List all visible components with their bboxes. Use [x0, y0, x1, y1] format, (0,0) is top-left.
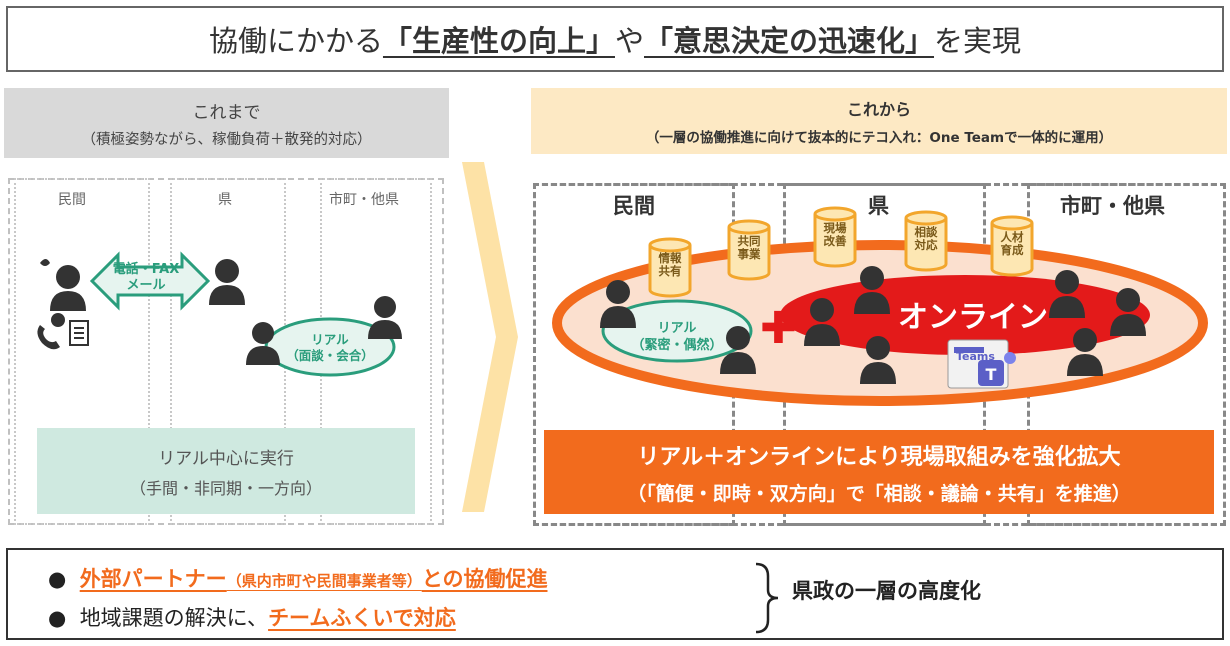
person-icon [1049, 270, 1085, 318]
after-heading: これから [846, 100, 911, 119]
tag-joint-line2: 事業 [737, 247, 761, 261]
bullet2-prefix: 地域課題の解決に、 [79, 606, 269, 630]
person-icon [860, 336, 896, 384]
tag-joint-line1: 共同 [737, 234, 761, 248]
page-title: 協働にかかる 「生産性の向上」 や 「意思決定の迅速化」 を実現 [6, 6, 1224, 72]
after-header: これから （一層の協働推進に向けて抜本的にテコ入れ：One Teamで一体的に運… [531, 88, 1227, 154]
after-subheading: （一層の協働推進に向けて抜本的にテコ入れ：One Teamで一体的に運用） [645, 130, 1113, 146]
tag-hr-line2: 育成 [1000, 243, 1024, 257]
plus-icon: ✚ [760, 303, 797, 354]
comm-arrow-label-line2: メール [126, 278, 166, 293]
bullet-dot: ● [48, 606, 80, 630]
before-col-label-city: 市町・他県 [329, 192, 399, 208]
bullet2-highlight: チームふくいで対応 [268, 606, 456, 630]
after-col-label-private: 民間 [613, 194, 655, 218]
after-col-label-city: 市町・他県 [1060, 194, 1165, 218]
bullet-dot: ● [48, 567, 80, 591]
person-icon [246, 322, 280, 365]
after-real-line1: リアル [657, 321, 697, 336]
right-brace-icon [755, 562, 779, 634]
double-arrow [89, 251, 211, 311]
bullet-partner: ● 外部パートナー（県内市町や民間事業者等）との協働促進 [48, 563, 548, 593]
after-banner-line1: リアル＋オンラインにより現場取組みを強化拡大 [637, 444, 1121, 470]
tag-cylinder-hr [990, 215, 1034, 277]
svg-text:T: T [986, 365, 997, 384]
tag-hr-line1: 人材 [1000, 230, 1024, 244]
before-illustration [37, 251, 402, 377]
tag-consult: 相談 対応 [906, 226, 946, 252]
bullet1-highlight: 外部パートナー [79, 567, 227, 591]
after-summary-banner: リアル＋オンラインにより現場取組みを強化拡大 （「簡便・即時・双方向」で「相談・… [544, 430, 1214, 514]
before-summary-line2: （手間・非同期・一方向） [129, 478, 322, 498]
before-real-line2: （面談・会合） [286, 348, 374, 363]
comm-arrow-label-line1: 電話・FAX [112, 262, 180, 277]
bullet-team: ● 地域課題の解決に、チームふくいで対応 [48, 602, 456, 632]
after-illustration: T [552, 206, 1208, 406]
person-icon [1067, 328, 1103, 376]
title-suffix: を実現 [934, 24, 1022, 58]
after-real-ellipse [601, 299, 753, 363]
bullet1-suffix: との協働促進 [421, 567, 548, 591]
before-heading: これまで [192, 102, 261, 123]
transition-arrow [462, 162, 518, 512]
before-real-line1: リアル [311, 332, 349, 347]
tag-info-line2: 共有 [658, 264, 682, 278]
before-header: これまで （積極姿勢ながら、稼働負荷＋散発的対応） [4, 88, 449, 158]
person-icon [854, 266, 890, 314]
person-icon [720, 326, 756, 374]
phone-icon [37, 325, 60, 350]
before-summary-line1: リアル中心に実行 [158, 448, 294, 469]
title-highlight-decision: 「意思決定の迅速化」 [644, 24, 935, 58]
tag-info: 情報 共有 [650, 252, 690, 278]
comm-arrow-label: 電話・FAX メール [96, 262, 196, 294]
after-real-label: リアル （緊密・偶然） [602, 320, 752, 354]
person-icon [600, 280, 636, 328]
tag-joint: 共同 事業 [729, 235, 769, 261]
title-middle: や [614, 24, 644, 58]
tag-consult-line2: 対応 [914, 238, 938, 252]
before-real-label: リアル （面談・会合） [270, 332, 390, 364]
before-subheading: （積極姿勢ながら、稼働負荷＋散発的対応） [81, 131, 372, 148]
chat-bubble-icon [51, 313, 65, 327]
result-label: 県政の一層の高度化 [792, 579, 981, 603]
person-icon [50, 265, 86, 311]
person-icon [209, 259, 245, 305]
tag-cylinder-joint [727, 219, 771, 281]
after-real-line2: （緊密・偶然） [631, 338, 723, 353]
after-banner-line2: （「簡便・即時・双方向」で「相談・議論・共有」を推進） [627, 482, 1131, 505]
tag-hr: 人材 育成 [992, 231, 1032, 257]
online-label: オンライン [898, 300, 1048, 335]
tag-onsite: 現場 改善 [815, 222, 855, 248]
before-col-private [14, 178, 150, 525]
document-icon [69, 320, 89, 346]
tag-cylinder-consult [904, 210, 948, 272]
person-icon [804, 298, 840, 346]
teams-icon: T [947, 339, 1016, 389]
tag-info-line1: 情報 [658, 251, 682, 265]
before-col-label-prefecture: 県 [218, 192, 232, 208]
person-icon [368, 296, 402, 339]
before-col-label-private: 民間 [58, 192, 86, 208]
teams-label: Teams [956, 350, 995, 363]
tag-onsite-line2: 改善 [823, 234, 847, 248]
title-prefix: 協働にかかる [208, 24, 383, 58]
title-highlight-productivity: 「生産性の向上」 [382, 24, 615, 58]
person-icon [1110, 288, 1146, 336]
tag-cylinder-onsite [813, 206, 857, 268]
before-summary-box: リアル中心に実行 （手間・非同期・一方向） [37, 428, 415, 514]
bullet1-note: （県内市町や民間事業者等） [226, 572, 422, 590]
bottom-summary-box [6, 548, 1224, 640]
tag-cylinder-info [648, 237, 692, 298]
tag-consult-line1: 相談 [914, 225, 938, 239]
sweat-icon [40, 259, 50, 266]
tag-onsite-line1: 現場 [823, 221, 847, 235]
after-col-label-prefecture: 県 [868, 194, 889, 218]
